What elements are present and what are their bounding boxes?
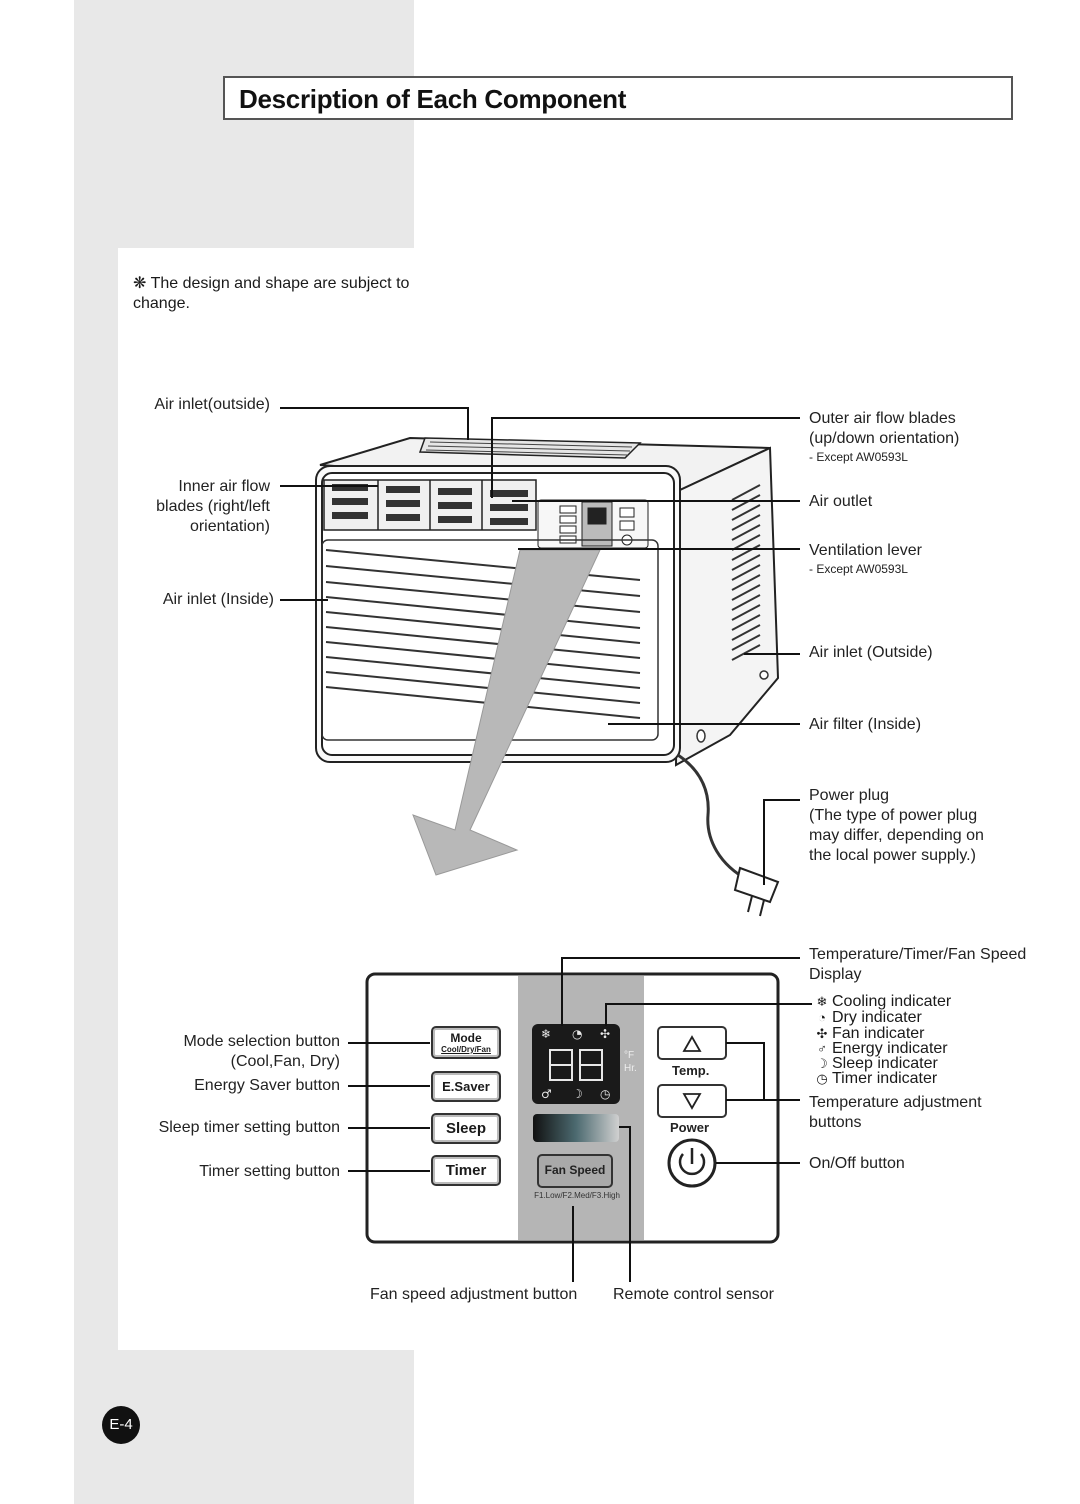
svg-text:♂: ♂	[541, 1087, 552, 1101]
label-mode-2: (Cool,Fan, Dry)	[230, 1053, 340, 1070]
label-power-plug-4: the local power supply.)	[809, 847, 976, 864]
label-sleep-timer: Sleep timer setting button	[158, 1119, 340, 1136]
esaver-button[interactable]: E.Saver	[431, 1071, 501, 1102]
fan-speed-button[interactable]: Fan Speed	[544, 1163, 606, 1177]
svg-text:◔: ◔	[572, 1027, 582, 1041]
temp-up-button[interactable]	[658, 1027, 726, 1059]
label-ventilation-except: - Except AW0593L	[809, 562, 908, 576]
timer-icon: ◷	[816, 1071, 828, 1086]
label-outer-blades-2: (up/down orientation)	[809, 430, 960, 447]
label-timer-setting: Timer setting button	[199, 1163, 340, 1180]
indicator-energy: ♂Energy indicater	[812, 1041, 948, 1057]
label-onoff: On/Off button	[809, 1155, 905, 1172]
label-inner-blades-1: Inner air flow	[178, 478, 270, 495]
temp-label: Temp.	[672, 1063, 710, 1078]
indicator-dry: ◔Dry indicater	[812, 1010, 922, 1026]
power-cord	[677, 753, 749, 882]
label-inner-blades-3: orientation)	[189, 518, 270, 535]
svg-text:✣: ✣	[600, 1027, 610, 1041]
power-plug	[733, 866, 780, 917]
content-white-area	[118, 248, 414, 1350]
label-energy-saver: Energy Saver button	[194, 1077, 340, 1094]
svg-text:◷: ◷	[600, 1087, 611, 1101]
svg-text:❄: ❄	[541, 1027, 551, 1041]
label-remote-sensor: Remote control sensor	[613, 1286, 774, 1303]
label-air-outlet: Air outlet	[809, 493, 873, 510]
indicator-cooling: ❄Cooling indicater	[812, 994, 952, 1010]
mode-button[interactable]: Mode Cool/Dry/Fan	[431, 1026, 501, 1059]
label-temp-adjust-2: buttons	[809, 1114, 862, 1131]
label-power-plug-2: (The type of power plug	[809, 807, 978, 824]
page-number-badge: E-4	[102, 1406, 140, 1444]
note-text: The design and shape are subject to chan…	[133, 275, 410, 312]
label-air-filter: Air filter (Inside)	[809, 716, 922, 733]
indicator-fan: ✣Fan indicater	[812, 1026, 925, 1042]
indicator-timer: ◷Timer indicater	[812, 1071, 937, 1087]
label-fan-speed-adjust: Fan speed adjustment button	[370, 1286, 578, 1303]
cooling-icon: ❄	[816, 994, 828, 1009]
label-air-inlet-inside: Air inlet (Inside)	[162, 591, 274, 608]
label-mode-1: Mode selection button	[183, 1033, 340, 1050]
label-display-1: Temperature/Timer/Fan Speed	[809, 946, 1027, 963]
label-inner-blades-2: blades (right/left	[156, 498, 270, 515]
title-box: Description of Each Component	[223, 76, 1013, 120]
label-air-inlet-outside: Air inlet (Outside)	[809, 644, 933, 661]
unit-leader-lines	[280, 407, 800, 885]
energy-icon: ♂	[817, 1041, 827, 1056]
label-ventilation-lever: Ventilation lever	[809, 542, 922, 559]
sleep-button[interactable]: Sleep	[431, 1113, 501, 1144]
power-button[interactable]	[669, 1140, 715, 1186]
label-outer-blades-except: - Except AW0593L	[809, 450, 908, 464]
svg-text:☽: ☽	[572, 1087, 583, 1101]
timer-button[interactable]: Timer	[431, 1155, 501, 1186]
panel-leader-lines	[348, 957, 812, 1282]
label-temp-adjust-1: Temperature adjustment	[809, 1094, 982, 1111]
display-unit-f: °F	[624, 1050, 635, 1061]
label-air-inlet-outside-top: Air inlet(outside)	[154, 396, 270, 413]
airflow-arrow	[412, 549, 601, 876]
note-symbol-icon: ❋	[133, 275, 147, 292]
label-display-2: Display	[809, 966, 862, 983]
fan-icon: ✣	[816, 1026, 828, 1041]
label-power-plug-3: may differ, depending on	[809, 827, 984, 844]
power-label: Power	[670, 1120, 710, 1135]
fan-speed-legend: F1.Low/F2.Med/F3.High	[534, 1191, 620, 1200]
sleep-icon: ☽	[816, 1056, 828, 1071]
label-power-plug-1: Power plug	[809, 787, 890, 804]
temp-down-button[interactable]	[658, 1085, 726, 1117]
design-note: ❋ The design and shape are subject to ch…	[133, 274, 433, 314]
page-title: Description of Each Component	[239, 84, 627, 114]
dry-icon: ◔	[818, 1010, 826, 1025]
display-unit-hr: Hr.	[624, 1063, 637, 1074]
indicator-sleep: ☽Sleep indicater	[812, 1056, 938, 1072]
mini-control-panel	[537, 499, 649, 549]
label-outer-blades-1: Outer air flow blades	[809, 410, 956, 427]
